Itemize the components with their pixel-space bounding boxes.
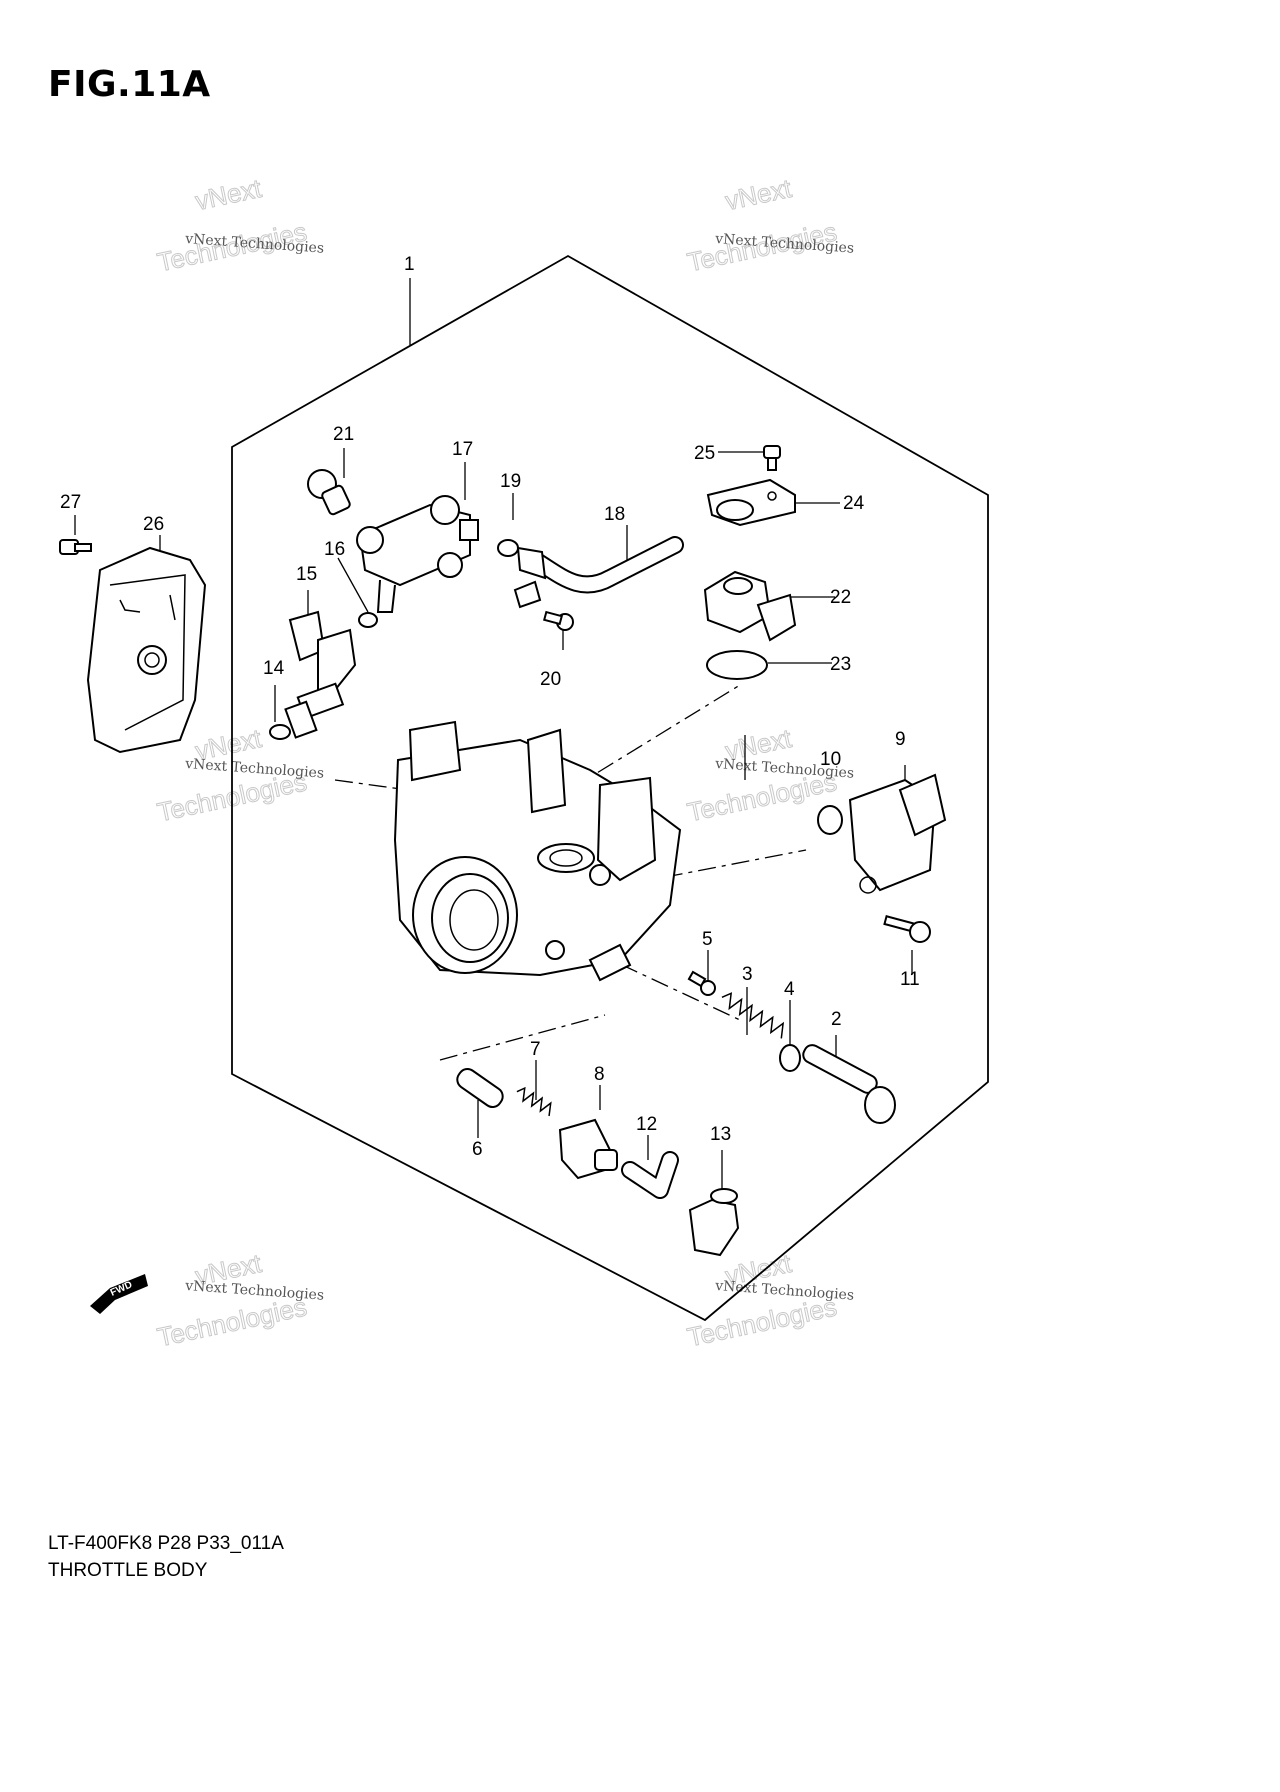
hose-icon [621,1151,679,1199]
forward-direction-arrow: FWD [90,1274,148,1314]
plug-icon [558,1118,618,1180]
callout-18: 18 [604,504,625,525]
callout-1: 1 [404,254,415,275]
watermark: vNext Technologies [684,172,840,278]
callout-12: 12 [636,1114,657,1135]
callout-22: 22 [830,587,851,608]
callout-19: 19 [500,471,521,492]
watermark-line1: vNext [723,173,795,216]
hose-icon [513,536,684,609]
callout-3: 3 [742,964,753,985]
screw-icon [543,610,574,631]
callout-23: 23 [830,654,851,675]
callout-16: 16 [324,539,345,560]
callout-13: 13 [710,1124,731,1145]
o-ring-icon [779,1044,801,1072]
o-ring-icon [358,612,378,628]
callout-5: 5 [702,929,713,950]
callout-6: 6 [472,1139,483,1160]
cap-icon [307,469,351,516]
callout-labels: 1 2 3 4 5 6 7 8 9 10 11 12 13 14 15 16 1… [60,254,920,1160]
o-ring-icon [497,539,519,557]
cushion-icon [269,724,291,740]
callout-20: 20 [540,669,561,690]
spring-icon [516,1086,552,1117]
watermark-text: vNext Technologies [714,1278,855,1304]
screw-icon [687,970,716,996]
callout-25: 25 [694,443,715,464]
o-ring-icon [706,650,768,680]
o-ring-icon [817,805,843,835]
watermark-line1: vNext [193,173,265,216]
callout-9: 9 [895,729,906,750]
plunger-icon [456,1068,504,1108]
fuel-injector-icon [284,610,357,739]
bracket-icon [706,478,796,527]
callout-11: 11 [900,969,920,990]
bolt-icon [59,539,92,555]
watermark: vNext Technologies [154,172,310,278]
diagram-name: THROTTLE BODY [48,1560,208,1581]
callout-26: 26 [143,514,164,535]
screw-icon [802,1044,896,1124]
callout-15: 15 [296,564,317,585]
figure-title: FIG.11A [48,64,211,105]
callout-10: 10 [820,749,841,770]
callout-14: 14 [263,658,285,679]
callout-27: 27 [60,492,81,513]
elbow-joint-icon [688,1188,740,1257]
model-code: LT-F400FK8 P28 P33_011A [48,1533,284,1554]
callout-7: 7 [530,1039,541,1060]
screw-icon [883,915,931,943]
watermark-text: vNext Technologies [184,1278,325,1304]
callout-21: 21 [333,424,354,445]
callout-4: 4 [784,979,795,1000]
cover-icon [86,546,207,754]
throttle-body-assembly-icon [393,720,682,982]
fuel-delivery-pipe-icon [356,495,479,613]
callout-8: 8 [594,1064,605,1085]
screw-icon [763,445,781,471]
sensor-icon [703,570,797,642]
callout-2: 2 [831,1009,842,1030]
callout-17: 17 [452,439,473,460]
assembly-boundary [231,254,989,1322]
sensor-icon [848,773,947,894]
callout-24: 24 [843,493,865,514]
spring-icon [721,992,785,1039]
